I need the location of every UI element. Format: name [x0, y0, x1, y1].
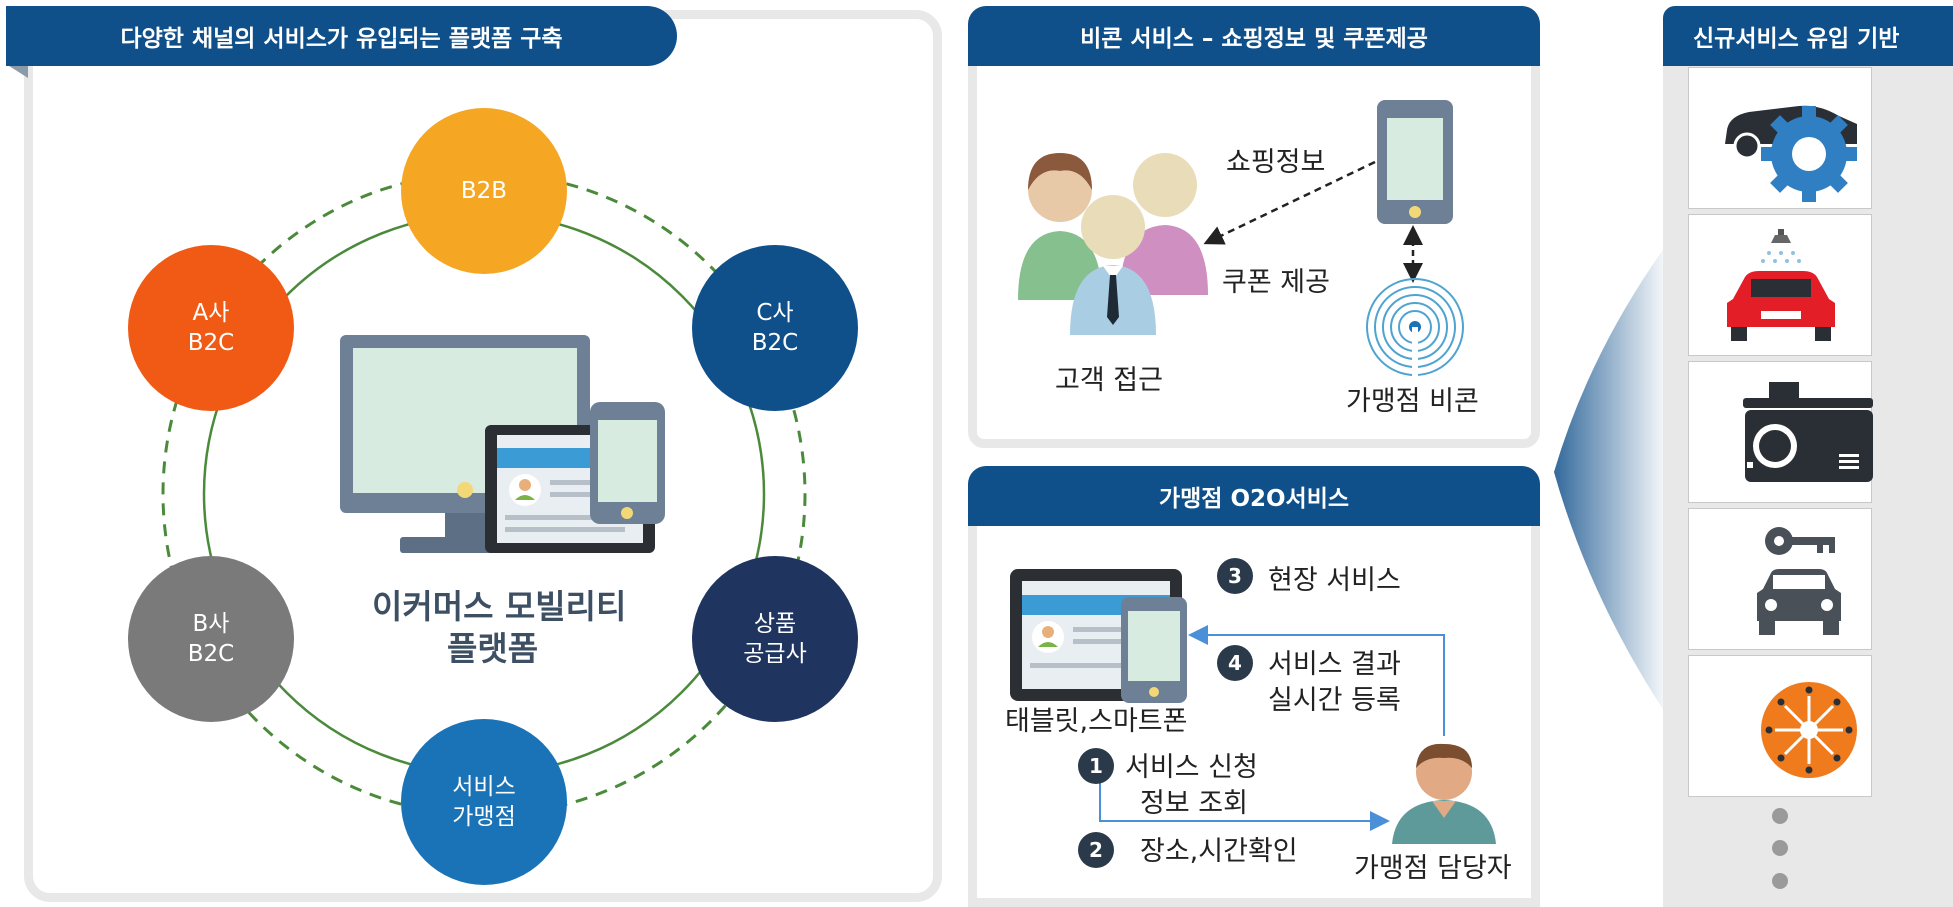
- car-repair-icon: [1725, 105, 1857, 202]
- step-3-label: 현장 서비스: [1268, 565, 1401, 596]
- more-dot-1: [1772, 808, 1788, 824]
- beacon-arrows: [1203, 160, 1423, 283]
- platform-center-title-2: 플랫폼: [447, 629, 539, 668]
- customers-illustration: [1018, 153, 1208, 335]
- step-4-number: 4: [1228, 651, 1242, 675]
- o2o-header-text: 가맹점 O2O서비스: [1158, 486, 1350, 512]
- step-1-label-1: 서비스 신청: [1125, 752, 1258, 783]
- node-c-company-line2: B2C: [751, 330, 799, 356]
- platform-header: 다양한 채널의 서비스가 유입되는 플랫폼 구축: [6, 6, 677, 66]
- new-services-header: 신규서비스 유입 기반: [1663, 6, 1953, 66]
- step-4-label-1: 서비스 결과: [1268, 649, 1401, 680]
- more-dot-2: [1772, 840, 1788, 856]
- step-4-label-2: 실시간 등록: [1268, 685, 1401, 716]
- step-3-number: 3: [1228, 564, 1242, 588]
- node-product-supplier-line1: 상품: [753, 611, 797, 637]
- beacon-signal-icon: [1366, 278, 1464, 377]
- node-b-company-line2: B2C: [187, 641, 235, 667]
- node-a-company-line2: B2C: [187, 330, 235, 356]
- o2o-flow-arrows: [1099, 625, 1445, 831]
- devices-illustration: [340, 335, 665, 553]
- phone-icon: [1377, 100, 1453, 224]
- service-tile-key: [1688, 508, 1872, 650]
- node-b2b-label: B2B: [460, 178, 508, 204]
- coupon-label: 쿠폰 제공: [1222, 267, 1330, 298]
- node-service-affiliate-line1: 서비스: [452, 774, 516, 800]
- node-b-company: B사 B2C: [128, 556, 294, 722]
- node-b2b: B2B: [401, 108, 567, 274]
- beacon-header-text: 비콘 서비스 – 쇼핑정보 및 쿠폰제공: [1080, 26, 1428, 52]
- node-c-company: C사 B2C: [692, 245, 858, 411]
- step-1-label-2: 정보 조회: [1140, 788, 1248, 819]
- car-key-icon: [1757, 527, 1841, 635]
- service-tile-network: [1688, 655, 1872, 797]
- beacon-store-label: 가맹점 비콘: [1346, 386, 1479, 417]
- beacon-header: 비콘 서비스 – 쇼핑정보 및 쿠폰제공: [968, 6, 1540, 66]
- service-tile-dashcam: [1688, 361, 1873, 503]
- tablet-phone-illustration: [1010, 569, 1187, 703]
- connector-wedge: [1554, 240, 1670, 720]
- new-services-header-text: 신규서비스 유입 기반: [1693, 26, 1900, 52]
- platform-center-title-1: 이커머스 모빌리티: [372, 587, 627, 626]
- node-service-affiliate: 서비스 가맹점: [401, 719, 567, 885]
- step-1-number: 1: [1089, 754, 1103, 778]
- platform-header-text: 다양한 채널의 서비스가 유입되는 플랫폼 구축: [120, 26, 563, 52]
- step-4-badge: 4: [1217, 645, 1253, 681]
- staff-illustration: [1392, 743, 1496, 844]
- step-2-number: 2: [1089, 838, 1103, 862]
- customer-access-label: 고객 접근: [1055, 365, 1163, 396]
- dashcam-icon: [1743, 382, 1873, 482]
- step-3-badge: 3: [1217, 558, 1253, 594]
- node-c-company-line1: C사: [756, 300, 794, 326]
- device-label: 태블릿,스마트폰: [1005, 706, 1188, 737]
- node-product-supplier: 상품 공급사: [692, 556, 858, 722]
- node-b-company-line1: B사: [192, 611, 230, 637]
- step-2-badge: 2: [1078, 832, 1114, 868]
- car-wash-icon: [1727, 229, 1835, 341]
- header-fold: [6, 64, 28, 78]
- o2o-header: 가맹점 O2O서비스: [968, 466, 1540, 526]
- staff-label: 가맹점 담당자: [1354, 853, 1512, 884]
- node-service-affiliate-line2: 가맹점: [452, 804, 516, 830]
- node-a-company-line1: A사: [192, 300, 230, 326]
- node-product-supplier-line2: 공급사: [743, 641, 807, 667]
- node-a-company: A사 B2C: [128, 245, 294, 411]
- service-tile-repair: [1688, 67, 1872, 209]
- shopping-info-label: 쇼핑정보: [1226, 147, 1326, 178]
- network-people-icon: [1761, 682, 1857, 778]
- more-dot-3: [1772, 873, 1788, 889]
- service-tile-wash: [1688, 214, 1872, 356]
- step-2-label: 장소,시간확인: [1140, 836, 1298, 867]
- step-1-badge: 1: [1078, 748, 1114, 784]
